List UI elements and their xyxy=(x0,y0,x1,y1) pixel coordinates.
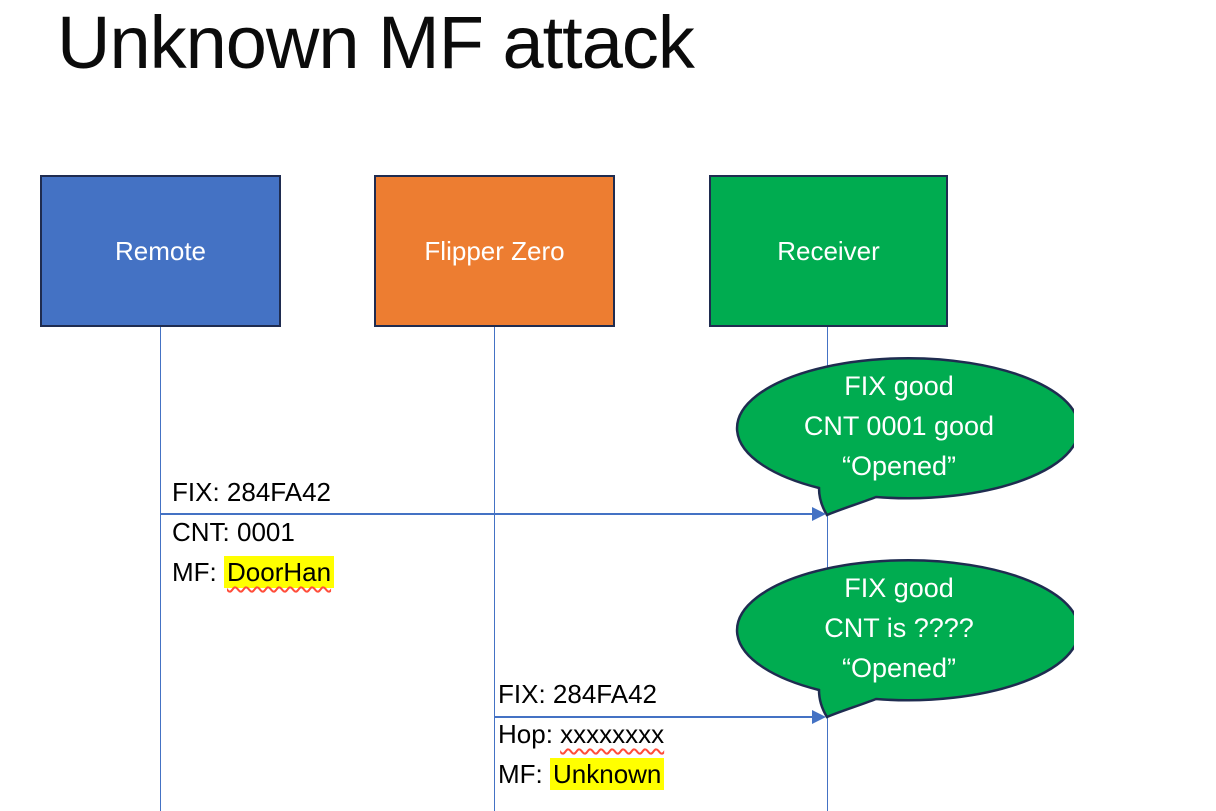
message2-label: FIX: 284FA42 Hop: xxxxxxxx MF: Unknown xyxy=(498,674,665,794)
actor-label-flipper-zero: Flipper Zero xyxy=(424,235,565,266)
actor-label-receiver: Receiver xyxy=(777,235,880,266)
message1-arrow-line xyxy=(160,513,812,515)
message2-line1: FIX: 284FA42 xyxy=(498,679,657,709)
actor-box-flipper-zero: Flipper Zero xyxy=(374,175,615,327)
message2-line3: MF: Unknown xyxy=(498,754,665,794)
callout1-line2: CNT 0001 good xyxy=(803,411,995,441)
message1-line2: CNT: 0001 xyxy=(172,517,295,547)
callout1-text: FIX good CNT 0001 good “Opened” xyxy=(740,366,1058,486)
callout2-text: FIX good CNT is ???? “Opened” xyxy=(740,568,1058,688)
callout2-bubble xyxy=(735,559,1074,719)
callout1-line3: “Opened” xyxy=(841,451,957,481)
actor-label-remote: Remote xyxy=(114,235,207,266)
message1-line1: FIX: 284FA42 xyxy=(172,477,331,507)
slide-title: Unknown MF attack xyxy=(57,1,695,84)
lifeline-remote xyxy=(159,327,161,811)
message2-line2: Hop: xxxxxxxx xyxy=(498,719,665,749)
actor-box-receiver: Receiver xyxy=(709,175,948,327)
message2-arrowhead-icon xyxy=(812,710,826,724)
callout2-line1: FIX good xyxy=(844,573,954,603)
actor-box-remote: Remote xyxy=(40,175,281,327)
message2-highlighted-text: Unknown xyxy=(550,758,665,790)
lifeline-flipper-zero xyxy=(493,327,495,811)
message2-misspelled-text: xxxxxxxx xyxy=(560,719,665,749)
message1-label: FIX: 284FA42 CNT: 0001 MF: DoorHan xyxy=(172,472,335,592)
callout2-line2: CNT is ???? xyxy=(824,613,974,643)
message2-arrow-line xyxy=(494,716,812,718)
callout2-line3: “Opened” xyxy=(841,653,957,683)
message1-line3: MF: DoorHan xyxy=(172,552,335,592)
callout1-line1: FIX good xyxy=(844,371,954,401)
message1-highlighted-text: DoorHan xyxy=(224,556,335,588)
callout1-bubble xyxy=(735,357,1074,517)
message1-arrowhead-icon xyxy=(812,507,826,521)
